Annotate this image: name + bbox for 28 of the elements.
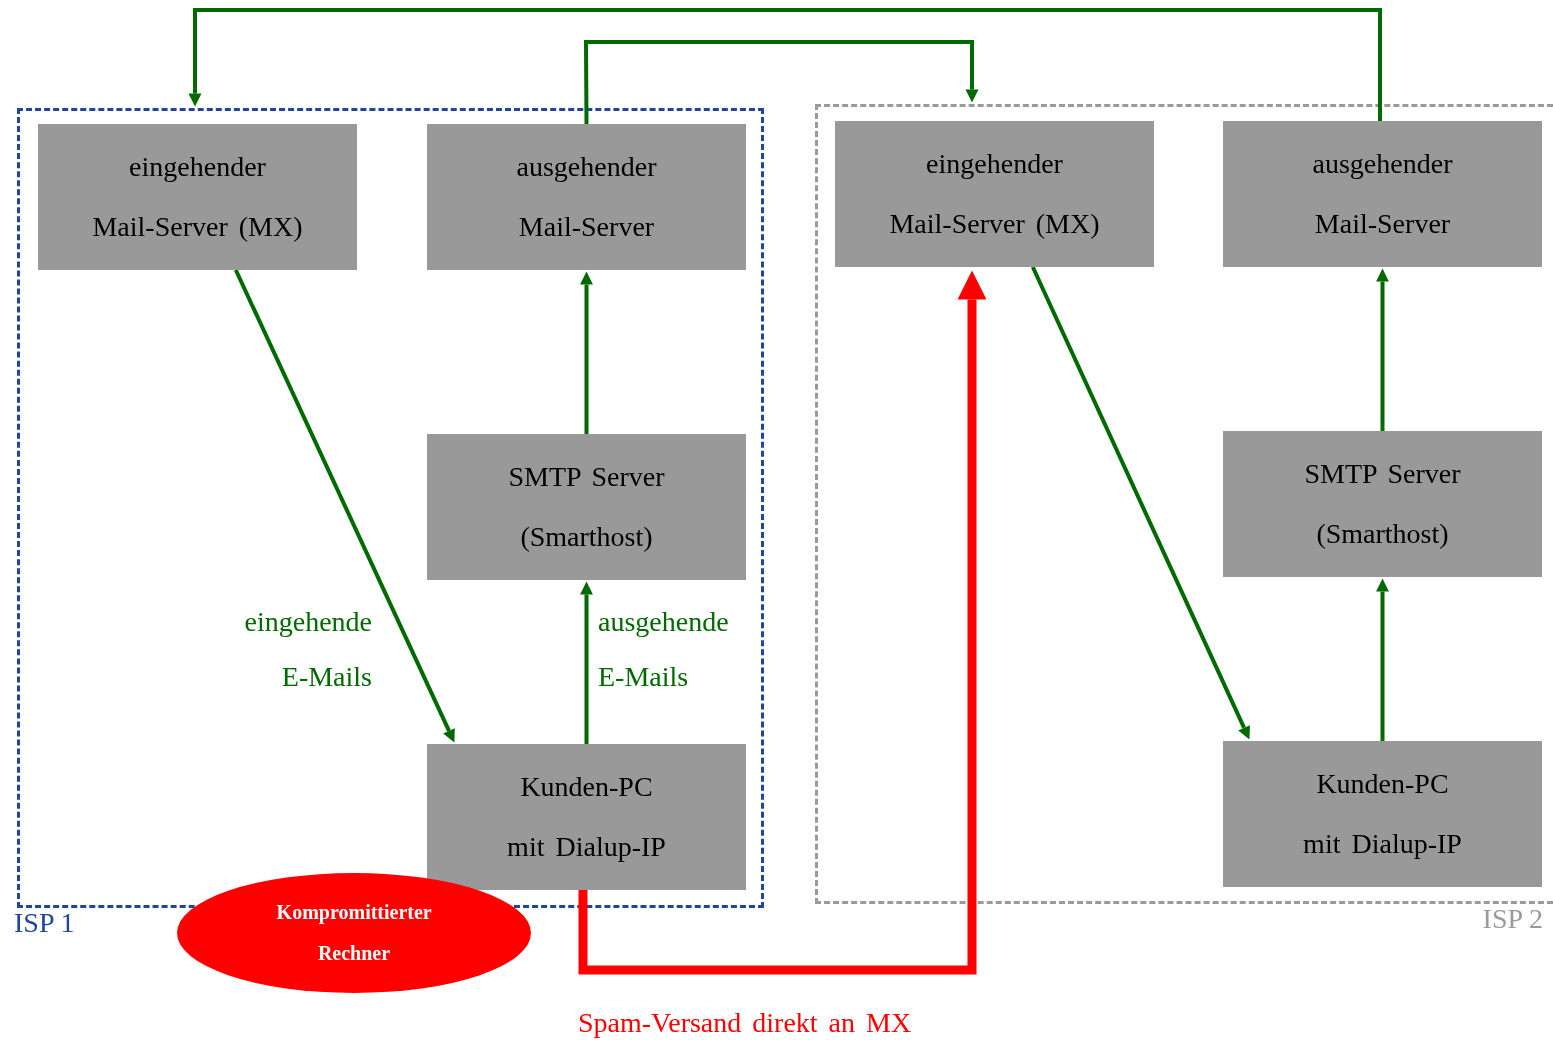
node-label: ausgehender Mail-Server bbox=[1311, 147, 1454, 241]
server-box bbox=[38, 124, 357, 270]
node-label: Kompromittierter Rechner bbox=[275, 900, 433, 966]
arrow bbox=[580, 271, 593, 434]
node-label: SMTP Server (Smarthost) bbox=[1303, 457, 1462, 551]
node-label: eingehender Mail-Server (MX) bbox=[91, 150, 304, 244]
server-box bbox=[835, 121, 1154, 267]
node-label: SMTP Server (Smarthost) bbox=[507, 460, 666, 554]
server-box bbox=[1223, 121, 1542, 267]
arrow bbox=[188, 8, 1382, 121]
group-label: ISP 1 bbox=[14, 907, 75, 939]
arrow bbox=[578, 270, 987, 975]
node-label: Kunden-PC mit Dialup-IP bbox=[506, 770, 667, 864]
arrow bbox=[584, 40, 979, 124]
node-label: Kunden-PC mit Dialup-IP bbox=[1302, 767, 1463, 861]
arrow bbox=[234, 269, 455, 743]
server-box bbox=[427, 744, 746, 890]
arrow bbox=[1376, 578, 1389, 741]
arrow bbox=[1031, 266, 1250, 740]
arrow bbox=[580, 581, 593, 744]
node-label: ausgehender Mail-Server bbox=[515, 150, 658, 244]
server-box bbox=[427, 434, 746, 580]
arrow bbox=[1376, 268, 1389, 431]
server-box bbox=[427, 124, 746, 270]
server-box bbox=[1223, 431, 1542, 577]
server-box bbox=[1223, 741, 1542, 887]
group-label: ISP 2 bbox=[1482, 903, 1543, 935]
node-label: eingehender Mail-Server (MX) bbox=[888, 147, 1101, 241]
